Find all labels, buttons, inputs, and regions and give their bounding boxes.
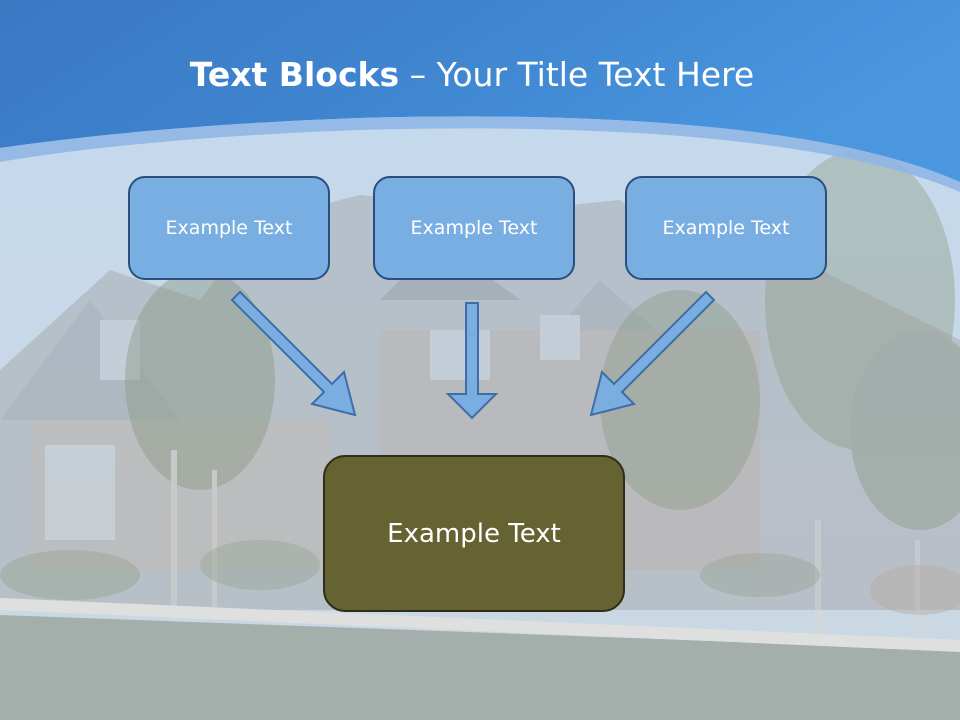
title-dash: – <box>399 55 437 94</box>
text-block-right[interactable]: Example Text <box>625 176 827 280</box>
header-band <box>0 0 960 182</box>
text-block-left[interactable]: Example Text <box>128 176 330 280</box>
arrow-down-left-icon <box>589 290 716 417</box>
text-block-bottom[interactable]: Example Text <box>323 455 625 612</box>
title-bold-part: Text Blocks <box>189 55 400 94</box>
arrow-down-right-icon <box>230 290 357 417</box>
arrow-down-icon <box>445 302 499 420</box>
text-block-center[interactable]: Example Text <box>373 176 575 280</box>
slide-title: Text Blocks – Your Title Text Here <box>0 52 944 98</box>
title-rest-part: Your Title Text Here <box>436 55 755 94</box>
